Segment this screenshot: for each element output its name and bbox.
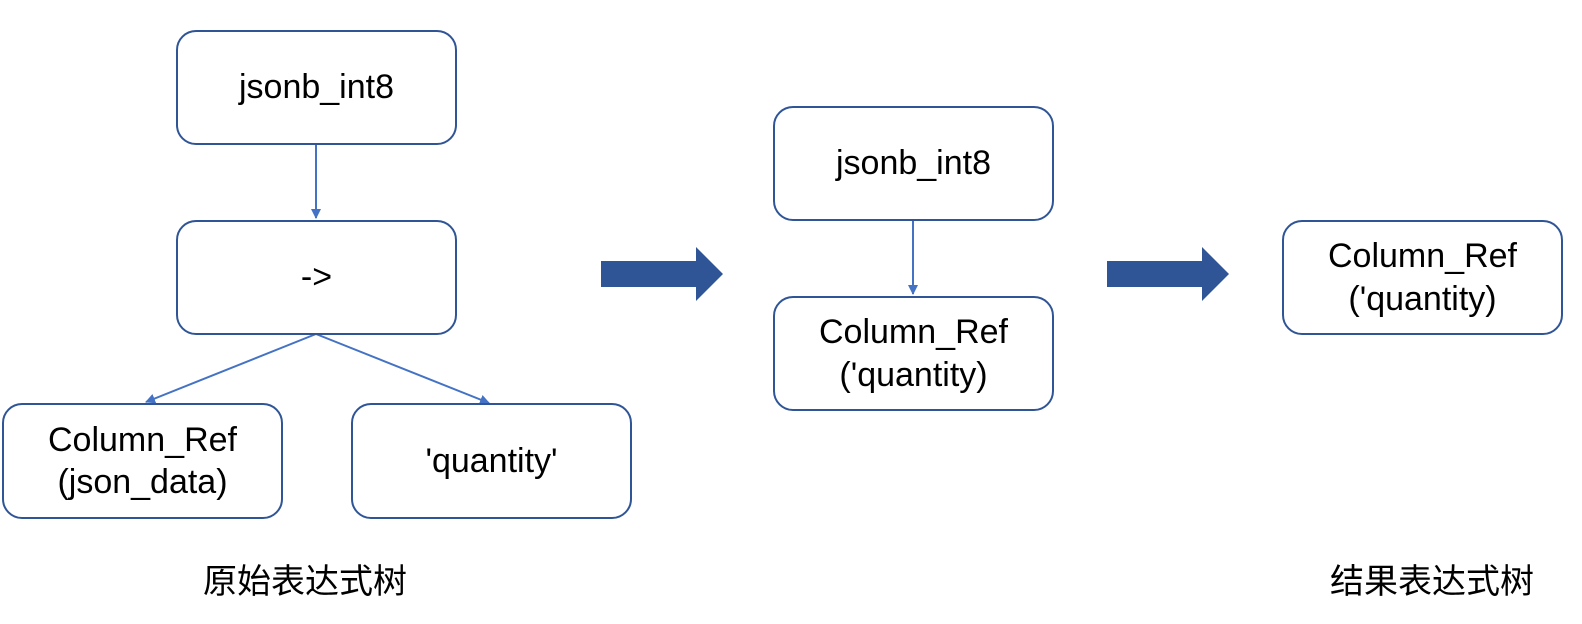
transform-arrow-2 [1107, 247, 1229, 301]
transform-arrow-1 [601, 247, 723, 301]
original-tree-caption: 原始表达式树 [203, 562, 407, 602]
edge-operator-to-left-child [145, 333, 317, 404]
result-tree-caption: 结果表达式树 [1330, 562, 1534, 602]
original-operator-node: -> [176, 220, 457, 335]
result-node: Column_Ref ('quantity) [1282, 220, 1563, 335]
edge-operator-to-right-child [315, 333, 490, 405]
intermediate-root-node: jsonb_int8 [773, 106, 1054, 221]
original-root-node: jsonb_int8 [176, 30, 457, 145]
original-right-child-node: 'quantity' [351, 403, 632, 519]
intermediate-child-node: Column_Ref ('quantity) [773, 296, 1054, 411]
original-left-child-node: Column_Ref (json_data) [2, 403, 283, 519]
